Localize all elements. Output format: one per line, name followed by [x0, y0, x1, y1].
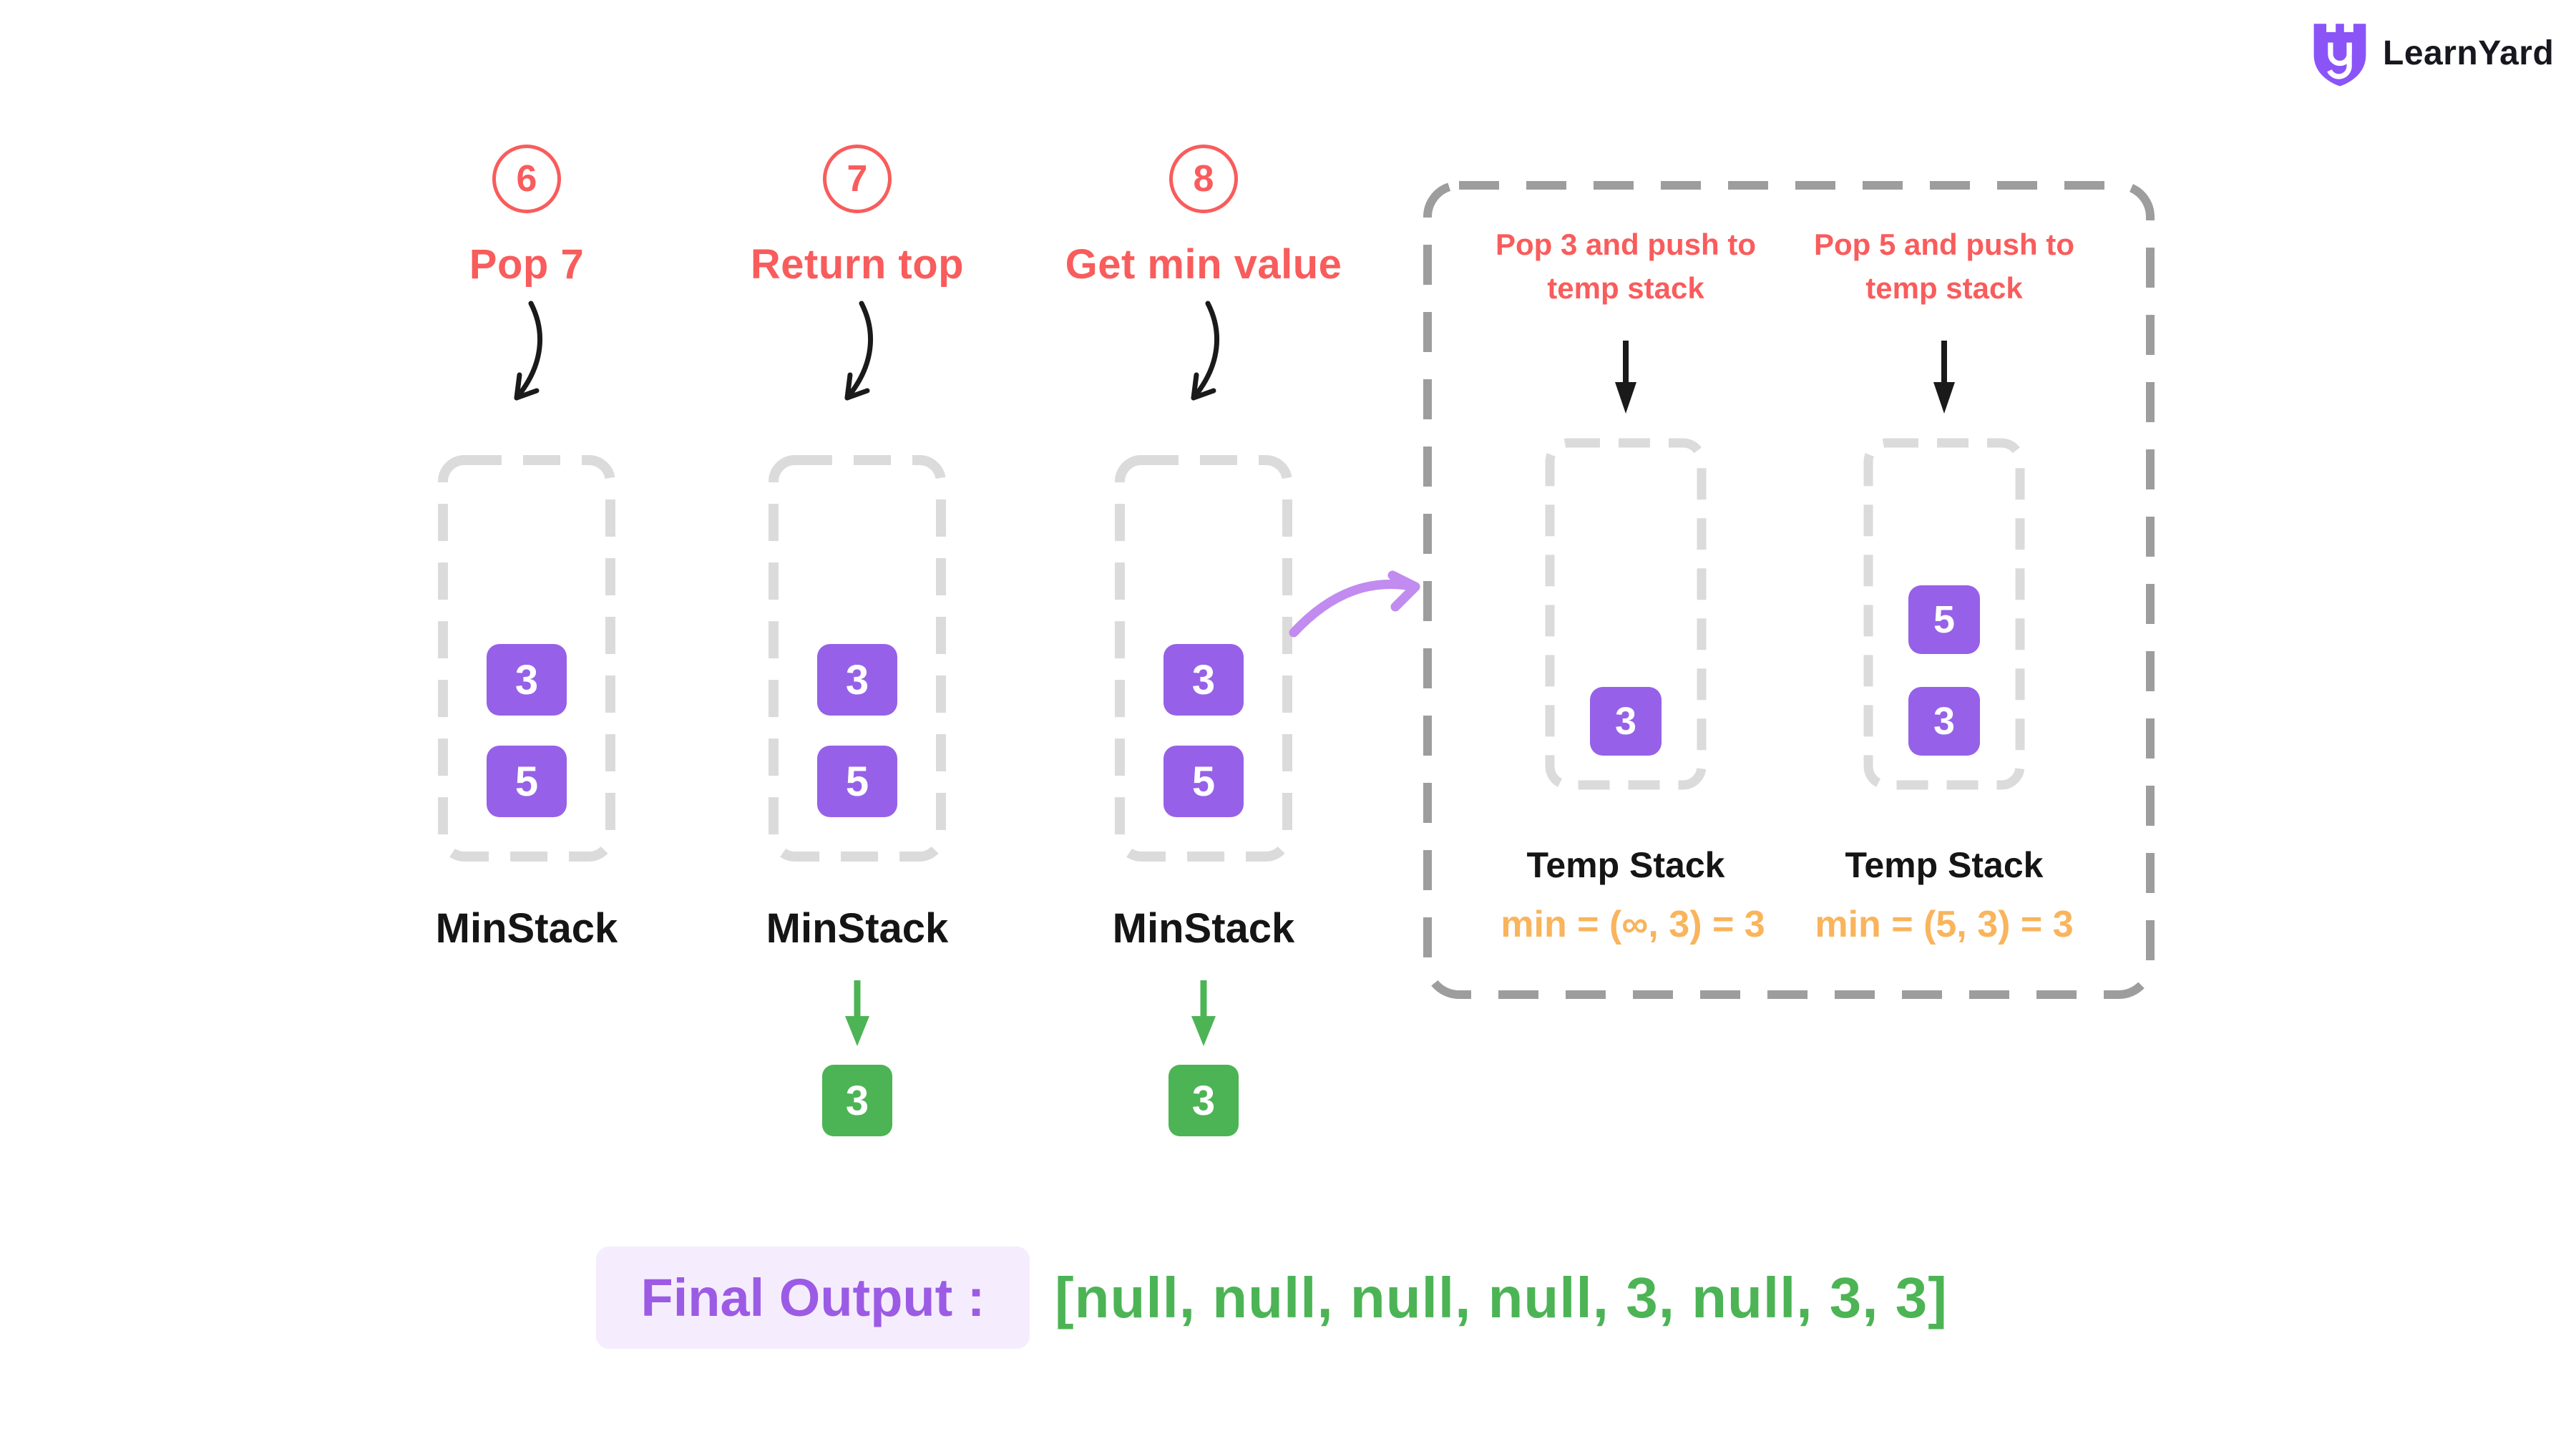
stack-value: 3	[514, 656, 539, 703]
min-equation: min = (5, 3) = 3	[1815, 904, 2074, 945]
stack-value-cell: 3	[487, 644, 567, 716]
temp-stack-outline	[1545, 438, 1707, 790]
shield-ly-icon	[2313, 24, 2366, 87]
temp-stack-label: Temp Stack	[1845, 845, 2044, 885]
stack-value-cell: 3	[1590, 687, 1662, 756]
straight-down-arrow-icon	[1615, 341, 1636, 414]
stack-value: 3	[1933, 700, 1956, 743]
final-output-value: [null, null, null, null, 3, null, 3, 3]	[1055, 1265, 1948, 1330]
stack-value: 3	[1191, 656, 1216, 703]
step-number-badge: 7	[823, 145, 892, 213]
stack-value: 3	[845, 656, 869, 703]
result-value: 3	[1191, 1077, 1216, 1124]
stack-value-cell: 5	[487, 746, 567, 817]
temp-header-line: temp stack	[1865, 270, 2023, 305]
stack-value: 5	[1933, 598, 1956, 641]
temp-header-line: Pop 3 and push to	[1496, 228, 1756, 261]
curved-down-arrow-icon	[1191, 301, 1220, 401]
step-number: 6	[516, 158, 537, 200]
stack-value-cell: 5	[1163, 746, 1244, 817]
step-number-badge: 6	[492, 145, 561, 213]
straight-down-arrow-icon	[845, 980, 869, 1046]
temp-header-line: Pop 5 and push to	[1814, 228, 2074, 261]
minstack-outline	[769, 455, 946, 862]
temp-header-line: temp stack	[1547, 270, 1704, 305]
min-equation: min = (∞, 3) = 3	[1501, 904, 1765, 945]
straight-down-arrow-icon	[1191, 980, 1216, 1046]
step-label: Get min value	[1065, 241, 1342, 288]
straight-down-arrow-icon	[1933, 341, 1955, 414]
minstack-label: MinStack	[1112, 905, 1295, 952]
step-label: Pop 7	[469, 241, 585, 288]
minstack-outline	[438, 455, 615, 862]
stack-value: 3	[1614, 700, 1637, 743]
curved-right-arrow-icon	[1289, 570, 1420, 638]
result-value: 3	[845, 1077, 869, 1124]
result-cell: 3	[1169, 1065, 1239, 1136]
stack-value-cell: 5	[817, 746, 897, 817]
brand-name: LearnYard	[2383, 34, 2555, 72]
stack-value-cell: 3	[817, 644, 897, 716]
curved-down-arrow-icon	[514, 301, 543, 401]
step-number-badge: 8	[1169, 145, 1238, 213]
temp-step-header: Pop 3 and push to temp stack	[1440, 223, 1812, 311]
step-label: Return top	[750, 241, 965, 288]
temp-panel-outline	[1423, 181, 2155, 999]
stack-value-cell: 5	[1908, 585, 1980, 654]
final-output-chip: Final Output :	[596, 1246, 1030, 1349]
stack-value: 5	[514, 758, 539, 805]
stack-value-cell: 3	[1908, 687, 1980, 756]
stack-value: 5	[1191, 758, 1216, 805]
minstack-label: MinStack	[435, 905, 618, 952]
temp-stack-outline	[1863, 438, 2025, 790]
step-number: 8	[1193, 158, 1214, 200]
step-number: 7	[847, 158, 868, 200]
brand-logo: LearnYard	[2308, 19, 2554, 87]
curved-down-arrow-icon	[844, 301, 874, 401]
minstack-label: MinStack	[766, 905, 949, 952]
temp-step-header: Pop 5 and push to temp stack	[1758, 223, 2130, 311]
result-cell: 3	[822, 1065, 892, 1136]
minstack-outline	[1115, 455, 1292, 862]
stack-value-cell: 3	[1163, 644, 1244, 716]
final-output-label: Final Output :	[640, 1268, 985, 1327]
stack-value: 5	[845, 758, 869, 805]
temp-stack-label: Temp Stack	[1526, 845, 1725, 885]
